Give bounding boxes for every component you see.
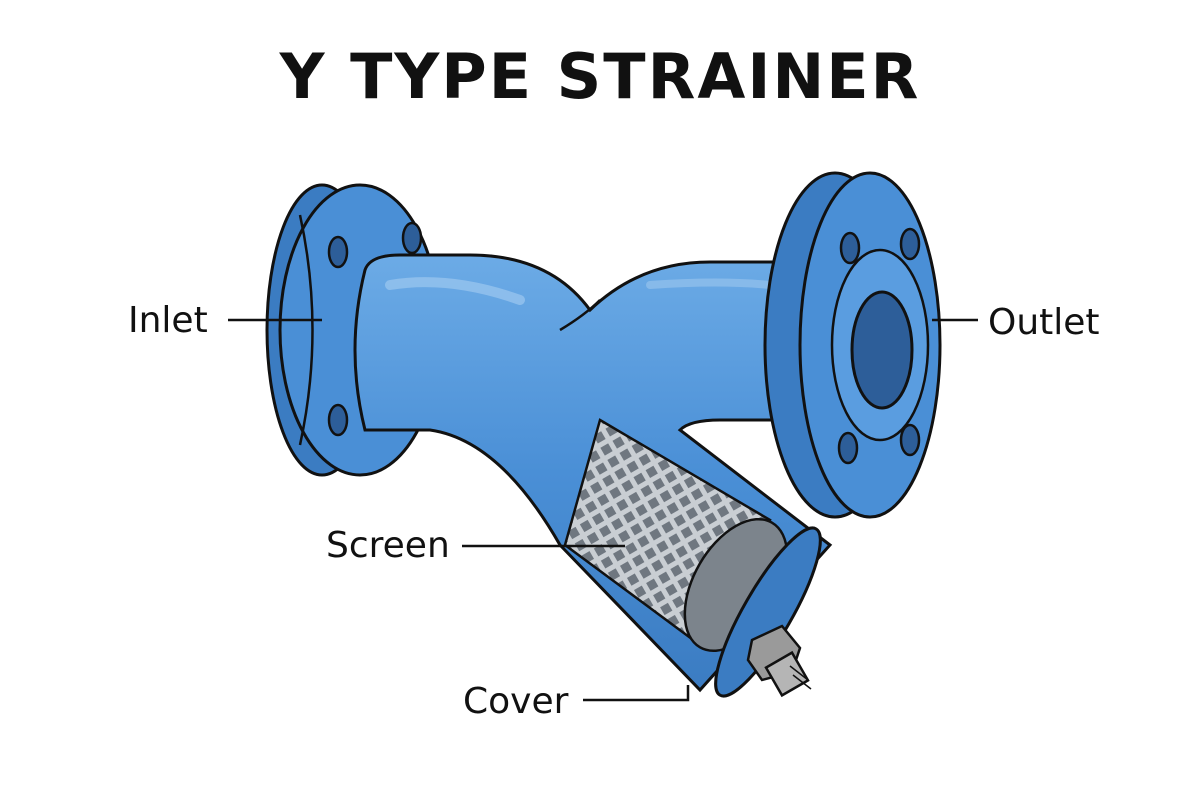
screen-label: Screen xyxy=(326,525,450,566)
drain-plug-bolt xyxy=(746,624,812,698)
label-inlet: Inlet xyxy=(128,300,322,341)
cover-label: Cover xyxy=(463,681,569,722)
outlet-label: Outlet xyxy=(988,302,1100,343)
screen-mesh xyxy=(563,418,789,653)
label-cover: Cover xyxy=(463,681,690,722)
label-outlet: Outlet xyxy=(932,302,1100,343)
label-screen: Screen xyxy=(326,525,625,566)
outlet-flange xyxy=(763,171,942,519)
outlet-bolt-holes xyxy=(837,227,921,465)
cover-cap xyxy=(714,526,822,698)
inlet-bolt-holes xyxy=(327,221,423,437)
inlet-label: Inlet xyxy=(128,300,208,341)
page-title: Y TYPE STRAINER xyxy=(279,40,921,113)
